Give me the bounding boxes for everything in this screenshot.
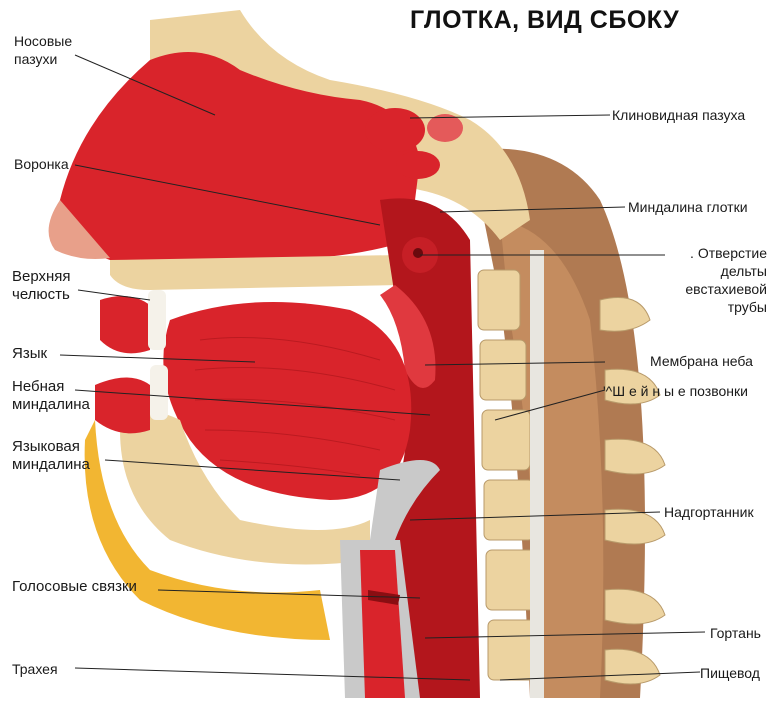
label-upper-jaw: Верхняя челюсть — [12, 268, 71, 304]
label-sphenoid-sinus: Клиновидная пазуха — [612, 106, 745, 124]
label-palatine-tonsil: Небная миндалина — [12, 378, 90, 414]
teeth-lower — [150, 365, 168, 420]
label-cervical-vertebrae: '^Ш е й н ы е позвонки — [603, 382, 748, 400]
upper-lip — [100, 296, 150, 353]
label-larynx: Гортань — [710, 624, 761, 642]
label-palate-membrane: Мембрана неба — [650, 352, 753, 370]
label-vocal-cords: Голосовые связки — [12, 578, 137, 596]
diagram-title: ГЛОТКА, ВИД СБОКУ — [410, 6, 679, 35]
label-pharyngeal-tonsil: Миндалина глотки — [628, 198, 748, 216]
sphenoid-sinus — [365, 108, 425, 152]
label-lingual-tonsil: Языковая миндалина — [12, 438, 90, 474]
label-trachea: Трахея — [12, 660, 58, 678]
label-epiglottis: Надгортанник — [664, 503, 754, 521]
label-funnel: Воронка — [14, 155, 69, 173]
label-esophagus: Пищевод — [700, 664, 760, 682]
label-nasal-sinuses: Носовые пазухи — [14, 32, 72, 68]
hard-palate — [110, 255, 400, 290]
label-eustachian-opening: . Отверстие дельты евстахиевой трубы — [647, 244, 767, 316]
nasal-cavity — [59, 52, 420, 260]
teeth-upper — [148, 290, 166, 350]
lower-lip — [95, 378, 150, 434]
spinal-cord — [530, 250, 544, 698]
label-tongue: Язык — [12, 345, 47, 363]
